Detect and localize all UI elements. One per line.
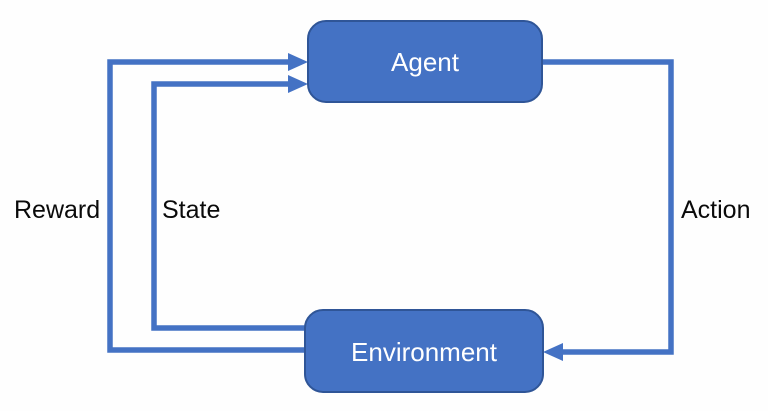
action-edge-label: Action <box>681 196 750 224</box>
action-edge <box>541 59 674 361</box>
agent-node-label: Agent <box>391 47 460 77</box>
state-edge <box>151 75 308 331</box>
action-edge-line <box>541 59 674 355</box>
environment-node-label: Environment <box>351 337 498 367</box>
environment-node: Environment <box>304 309 544 393</box>
state-edge-label: State <box>162 196 220 224</box>
state-edge-line <box>151 81 306 331</box>
agent-node: Agent <box>307 20 543 103</box>
environment-node-box <box>304 309 544 393</box>
reward-edge-line <box>107 59 306 353</box>
state-arrowhead-icon <box>288 75 308 93</box>
reward-edge-label: Reward <box>14 196 100 224</box>
reward-edge <box>107 53 308 353</box>
action-arrowhead-icon <box>543 343 563 361</box>
agent-node-box <box>307 20 543 103</box>
reward-arrowhead-icon <box>288 53 308 71</box>
